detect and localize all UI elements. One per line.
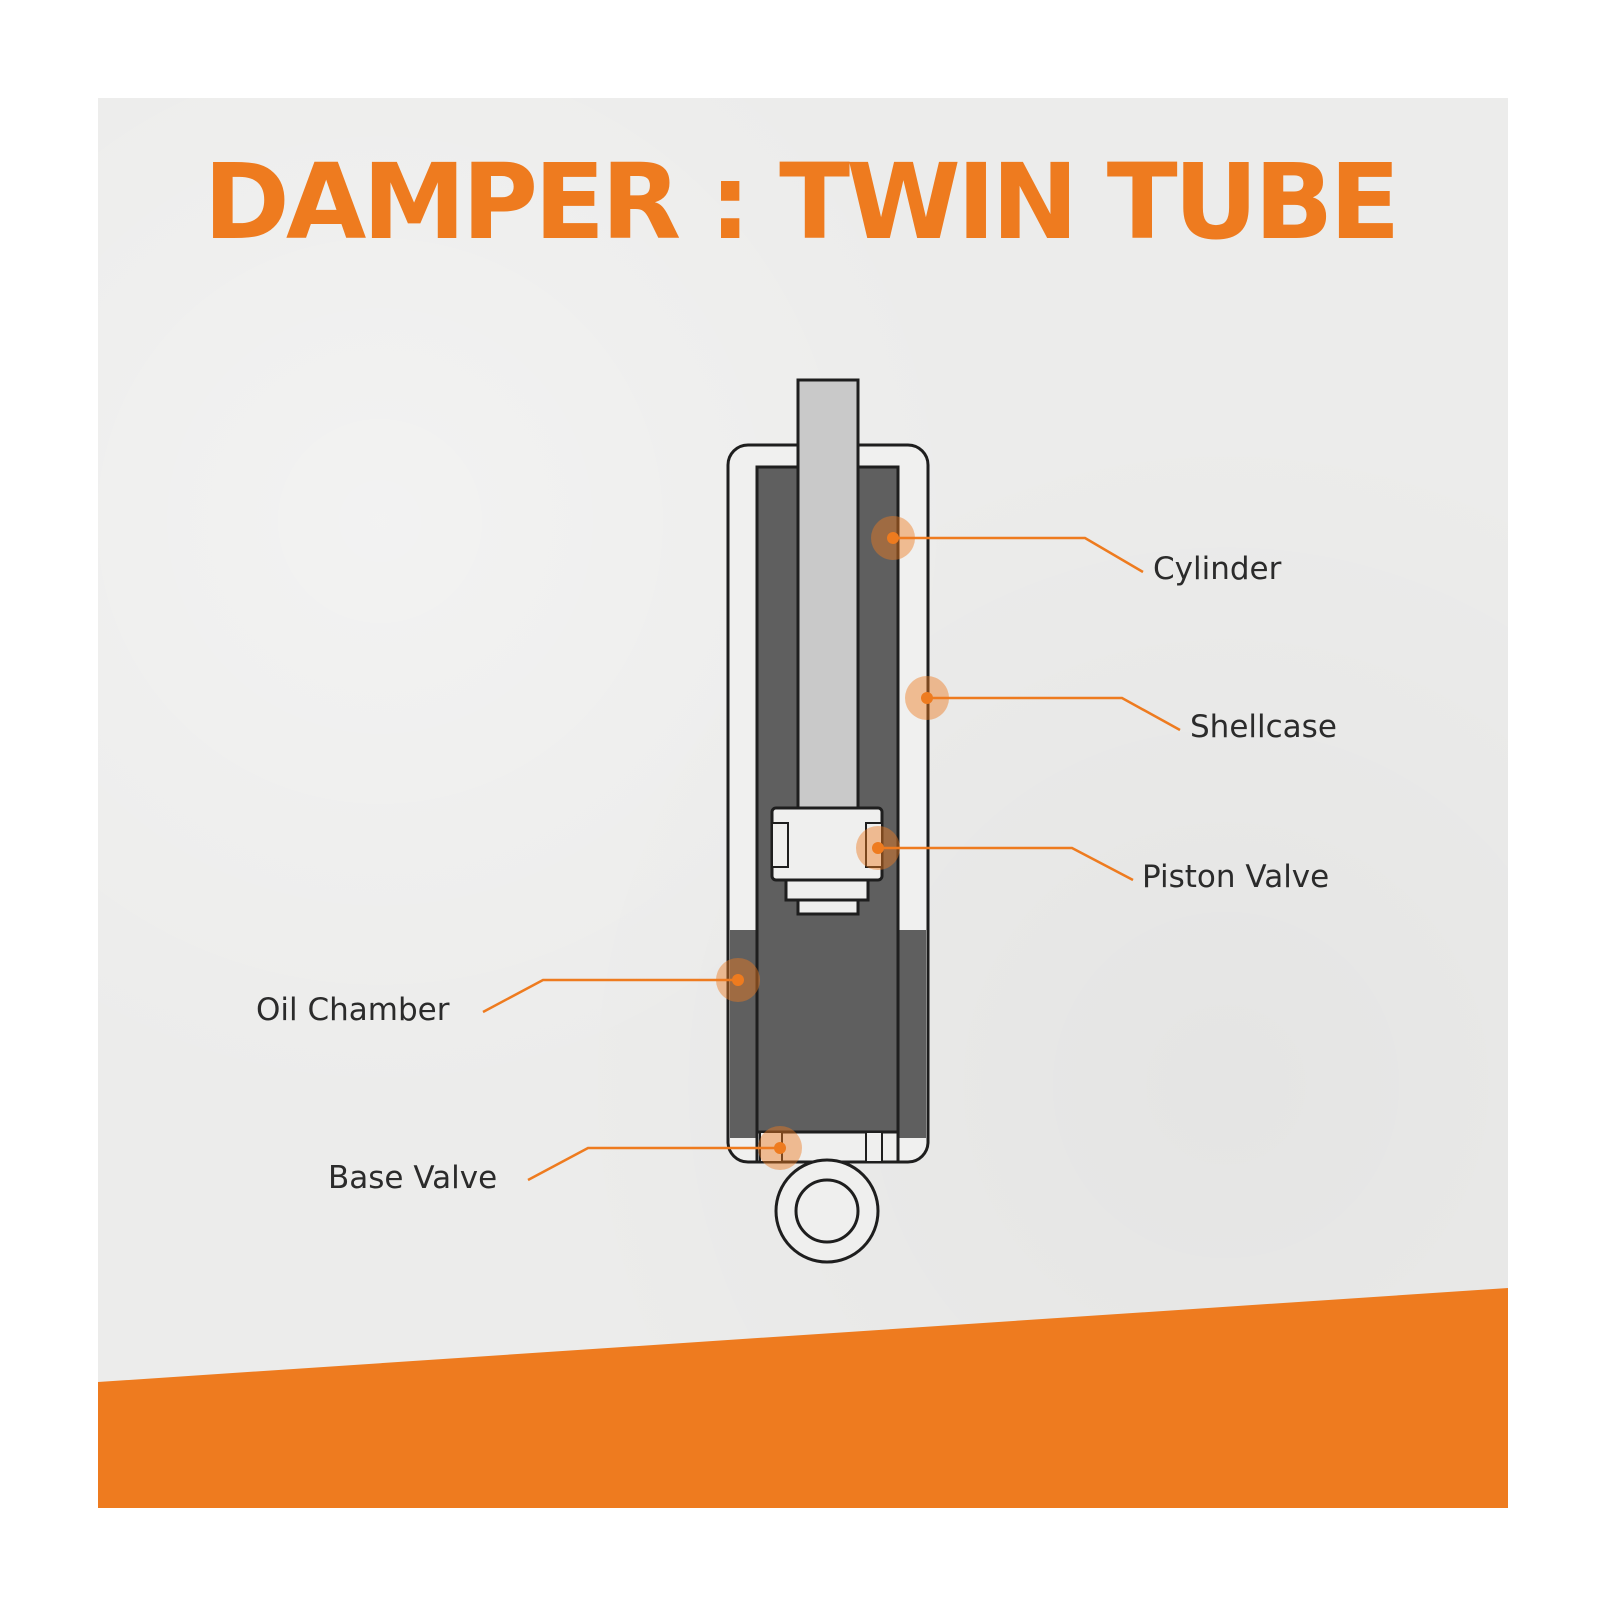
base-valve-label: Base Valve [328,1160,498,1196]
mounting-eye-inner [794,1178,860,1244]
oil-chamber-label: Oil Chamber [256,992,450,1028]
piston-valve-lower [784,878,870,902]
oil-chamber-leader-line [482,978,738,1014]
base-valve-leader-line [527,1146,780,1182]
oil-reservoir-right [898,930,926,1138]
cylinder-marker [887,532,899,544]
piston-valve-inner-left [771,822,789,868]
shellcase-leader-line [927,696,1181,732]
piston-valve-leader-line [878,846,1134,882]
piston-rod [796,378,860,814]
piston-valve-marker [872,842,884,854]
piston-valve-nut [796,898,860,916]
page-title: DAMPER : TWIN TUBE [203,141,1401,263]
shellcase-label: Shellcase [1190,709,1337,745]
piston-valve-label: Piston Valve [1142,859,1330,895]
cylinder-label: Cylinder [1153,551,1282,587]
base-valve-marker [774,1142,786,1154]
base-valve-port-right [865,1131,883,1163]
shellcase-marker [921,692,933,704]
oil-chamber-marker [732,974,744,986]
oil-reservoir-left [730,930,757,1138]
callout-markers [716,516,949,1170]
cylinder-leader-line [893,536,1144,574]
orange-bottom-band [98,1288,1508,1508]
